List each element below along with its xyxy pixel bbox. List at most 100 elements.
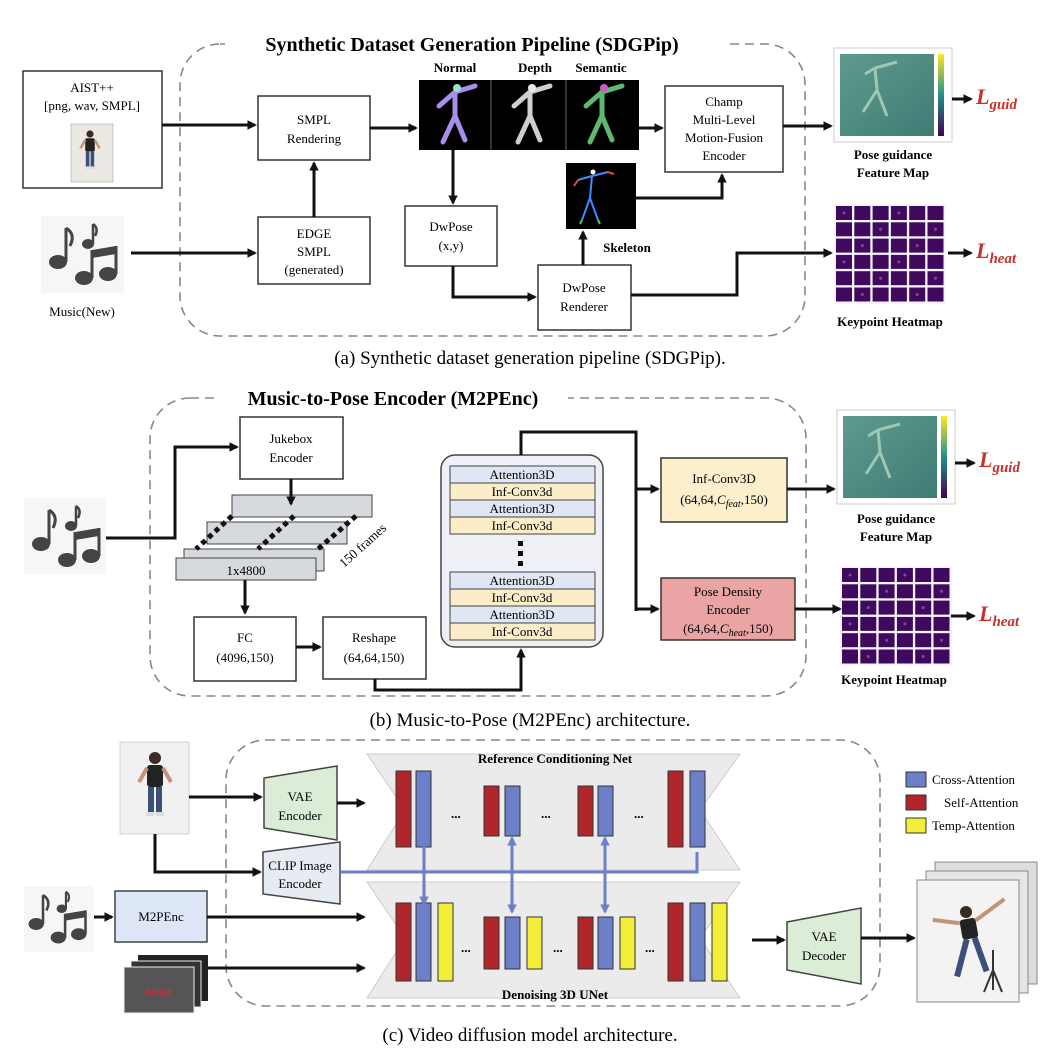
heatmap-peak	[940, 638, 943, 642]
svg-text:Pose Density: Pose Density	[694, 584, 763, 599]
heatmap-cell	[860, 616, 877, 631]
heatmap-cell	[933, 649, 950, 664]
render-outputs: Normal Depth Semantic	[419, 60, 639, 150]
dwpose-box: DwPose (x,y)	[404, 205, 498, 267]
music-input-b	[24, 498, 106, 574]
heatmap-cell	[878, 568, 895, 582]
edge-smpl-box: EDGE SMPL (generated)	[257, 216, 371, 285]
music-new-input: Music(New)	[41, 216, 124, 319]
svg-text:Semantic: Semantic	[575, 60, 627, 75]
temp-attention-block	[526, 916, 543, 970]
heatmap-cell	[890, 222, 907, 237]
heatmap-cell	[896, 633, 913, 648]
svg-text:Rendering: Rendering	[287, 131, 342, 146]
smpl-rendering-box: SMPL Rendering	[257, 95, 371, 161]
output-video-frames	[916, 861, 1038, 1003]
svg-text:Renderer: Renderer	[560, 299, 608, 314]
heatmap-peak	[866, 606, 870, 610]
heatmap-cell	[836, 271, 852, 286]
svg-text:Multi-Level: Multi-Level	[693, 112, 756, 127]
heatmap-cell	[909, 271, 926, 286]
svg-text:Music(New): Music(New)	[49, 304, 115, 319]
heatmap-peak	[903, 573, 907, 577]
heatmap-cell	[927, 287, 944, 302]
loss-heat-b: Lheat	[978, 601, 1020, 630]
aist-input-box: AIST++ [png, wav, SMPL]	[22, 70, 163, 189]
svg-text:Encoder: Encoder	[278, 876, 322, 891]
svg-text:M2PEnc: M2PEnc	[138, 909, 184, 924]
heatmap-peak	[940, 589, 943, 593]
frame-vector-label: 1x4800	[227, 563, 266, 578]
heatmap-cell	[842, 633, 858, 648]
heatmap-peak	[903, 622, 907, 626]
legend-swatch	[905, 771, 927, 788]
heatmap-peak	[860, 244, 864, 248]
self-attention-block	[483, 916, 500, 970]
heatmap-cell	[878, 600, 895, 615]
svg-text:Encoder: Encoder	[706, 602, 750, 617]
cross-attention-block	[504, 785, 521, 837]
self-attention-block	[395, 902, 412, 982]
svg-text:Normal: Normal	[434, 60, 477, 75]
heatmap-peak	[860, 293, 864, 296]
heatmap-cell	[836, 222, 852, 237]
svg-text:CLIP Image: CLIP Image	[268, 858, 332, 873]
legend-swatch	[905, 794, 927, 811]
heatmap-peak	[915, 244, 919, 248]
ellipsis: ...	[645, 940, 655, 955]
heatmap-cell	[878, 649, 895, 664]
section-b: Music-to-Pose Encoder (M2PEnc) Jukebox E…	[24, 384, 1020, 731]
section-a: Synthetic Dataset Generation Pipeline (S…	[22, 30, 1017, 369]
svg-text:SMPL: SMPL	[297, 112, 331, 127]
inf-conv3d-row	[449, 622, 596, 641]
svg-text:(64,64,Cheat,150): (64,64,Cheat,150)	[683, 621, 773, 639]
depth-map-figure	[511, 83, 553, 145]
inf-conv3d-box: Inf-Conv3D (64,64,Cfeat,150)	[660, 457, 788, 523]
m2penc-title: Music-to-Pose Encoder (M2PEnc)	[248, 388, 539, 410]
svg-text:EDGE: EDGE	[297, 226, 332, 241]
cross-attention-block	[597, 785, 614, 837]
heatmap-cell	[933, 568, 950, 582]
svg-text:(x,y): (x,y)	[439, 238, 464, 253]
fc-box: FC (4096,150)	[193, 616, 297, 682]
svg-text:Denoising 3D UNet: Denoising 3D UNet	[502, 987, 609, 1002]
svg-text:FC: FC	[237, 630, 253, 645]
svg-text:AIST++: AIST++	[70, 80, 114, 95]
caption-c: (c) Video diffusion model architecture.	[382, 1025, 677, 1046]
reference-conditioning-net: Reference Conditioning Net .........	[366, 751, 741, 871]
svg-text:Feature Map: Feature Map	[857, 165, 929, 180]
heatmap-cell	[915, 568, 932, 582]
heatmap-cell	[909, 206, 926, 220]
self-attention-block	[577, 916, 594, 970]
svg-text:[png, wav, SMPL]: [png, wav, SMPL]	[44, 98, 140, 113]
ellipsis: ...	[461, 940, 471, 955]
heatmap-peak	[879, 227, 883, 231]
svg-text:Pose guidance: Pose guidance	[857, 511, 936, 526]
vae-encoder-box: VAE Encoder	[263, 765, 338, 841]
heatmap-cell	[860, 633, 877, 648]
legend-label: Cross-Attention	[932, 772, 1016, 787]
svg-text:Encoder: Encoder	[702, 148, 746, 163]
heatmap-peak	[842, 211, 846, 215]
heatmap-cell	[915, 584, 932, 599]
heatmap-peak	[934, 227, 937, 231]
legend-swatch	[905, 817, 927, 834]
svg-text:Reshape: Reshape	[352, 630, 396, 645]
svg-text:Lguid: Lguid	[975, 84, 1017, 113]
svg-text:Lguid: Lguid	[978, 447, 1020, 476]
heatmap-cell	[890, 287, 907, 302]
frame-stack: 1x4800 150 frames	[175, 494, 389, 581]
heatmap-cell	[872, 238, 889, 253]
self-attention-block	[483, 785, 500, 837]
heatmap-peak	[842, 260, 846, 264]
loss-guid-a: Lguid	[975, 84, 1017, 113]
svg-text:Decoder: Decoder	[802, 948, 847, 963]
svg-text:Pose guidance: Pose guidance	[854, 147, 933, 162]
heatmap-cell	[927, 238, 944, 253]
temp-attention-block	[711, 902, 728, 982]
heatmap-cell	[915, 616, 932, 631]
skeleton-image: Skeleton	[566, 163, 652, 255]
loss-heat-a: Lheat	[975, 238, 1017, 267]
heatmap-cell	[854, 271, 871, 286]
dwpose-renderer-box: DwPose Renderer	[537, 264, 632, 331]
